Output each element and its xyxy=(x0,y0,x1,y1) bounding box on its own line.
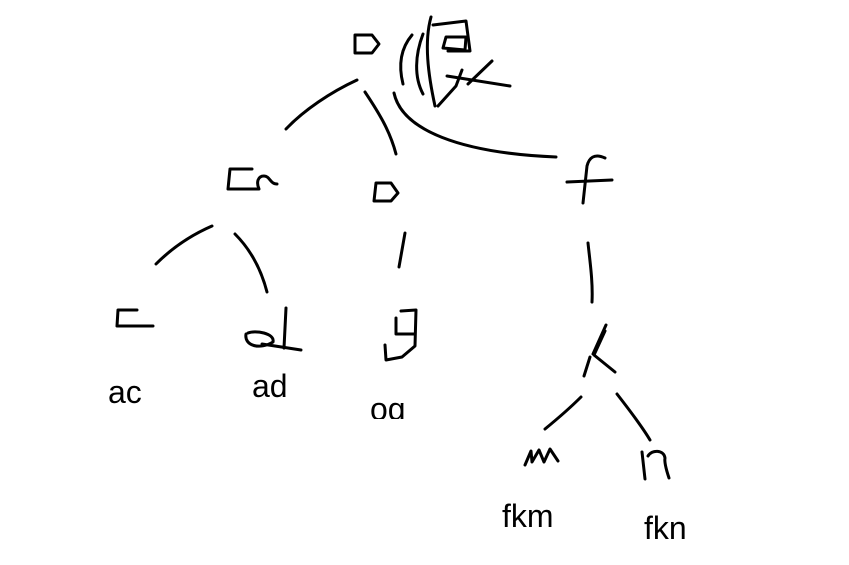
edge-root-to-o xyxy=(363,90,398,156)
node-o xyxy=(372,181,400,203)
root-node-scribble xyxy=(415,32,425,96)
node-m xyxy=(523,447,560,467)
edge-k-to-n xyxy=(615,392,652,442)
root-node-scribble xyxy=(466,59,494,86)
label-og: og xyxy=(370,393,406,419)
node-d xyxy=(244,306,303,352)
edge-a-to-c xyxy=(154,224,214,266)
edge-root-to-f xyxy=(392,91,558,159)
label-fkn: fkn xyxy=(644,510,687,546)
root-node-scribble xyxy=(445,74,512,88)
label-fkm: fkm xyxy=(502,498,554,534)
node-f xyxy=(581,154,607,205)
node-g xyxy=(383,308,418,362)
node-n xyxy=(640,449,671,481)
node-k xyxy=(582,323,617,378)
root-node-scribble xyxy=(425,15,437,108)
edge-k-to-m xyxy=(543,395,583,431)
root-node-scribble xyxy=(441,35,468,52)
root-node-scribble xyxy=(431,19,472,53)
root-node-scribble xyxy=(436,68,464,108)
edge-root-to-a xyxy=(284,78,359,131)
edge-o-to-g xyxy=(397,231,407,269)
tree-strokes xyxy=(115,15,671,481)
label-ad: ad xyxy=(252,368,288,404)
root-node-scribble xyxy=(353,33,381,55)
root-node-scribble xyxy=(399,33,414,86)
node-f-crossbar xyxy=(565,178,614,184)
node-a xyxy=(226,167,279,191)
edge-f-to-k xyxy=(586,241,594,304)
label-ac: ac xyxy=(108,374,142,410)
node-c xyxy=(115,308,155,328)
edge-a-to-d xyxy=(233,232,269,294)
